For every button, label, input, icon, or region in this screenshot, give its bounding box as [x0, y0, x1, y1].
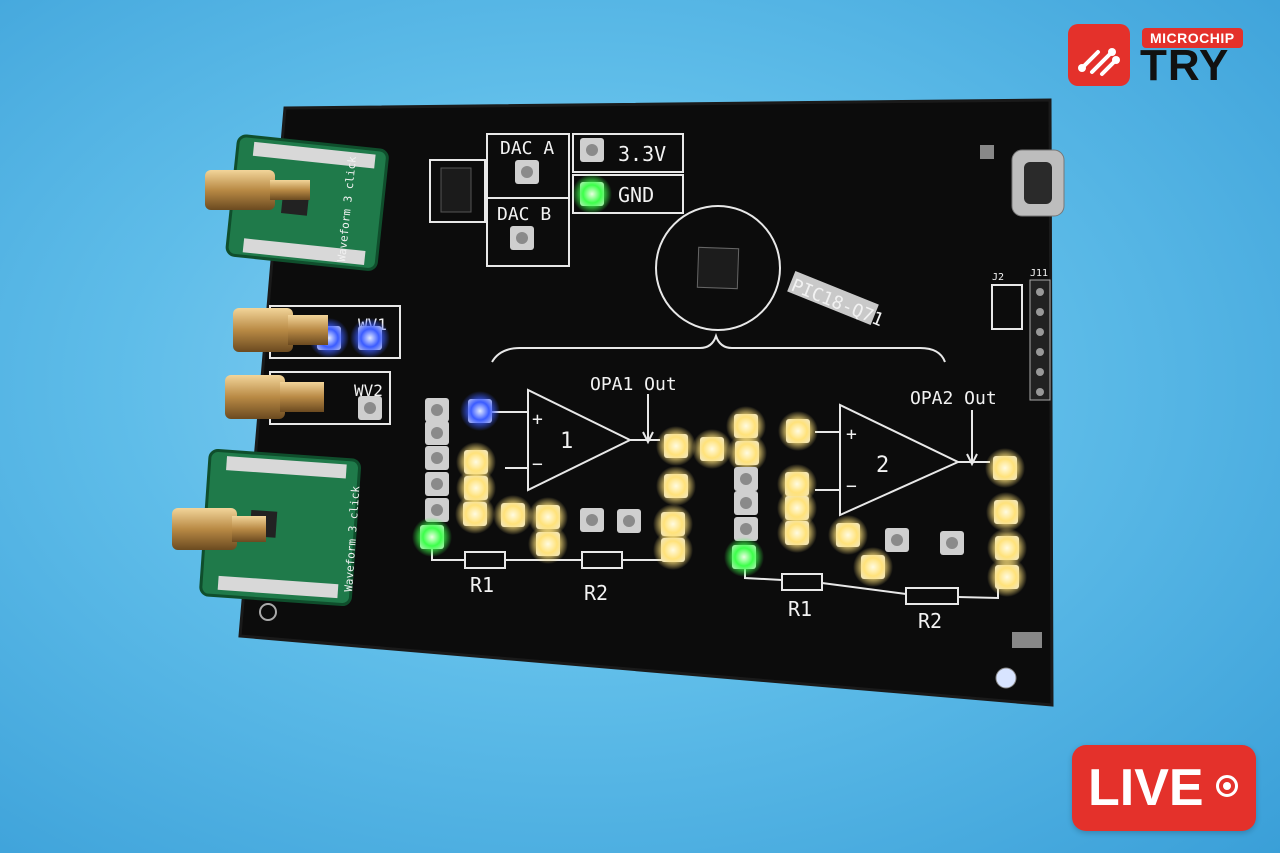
- sma-connector-4: [172, 508, 266, 550]
- opa1-out-label: OPA1 Out: [590, 374, 677, 395]
- led-yellow: [528, 524, 568, 564]
- opamp-2: [839, 403, 961, 517]
- opa2-out-label: OPA2 Out: [910, 388, 997, 409]
- opamp-2-number: 2: [876, 453, 889, 478]
- led-yellow: [985, 448, 1025, 488]
- led-yellow: [986, 492, 1026, 532]
- j2-label: J2: [992, 272, 1004, 283]
- led-yellow: [653, 530, 693, 570]
- led-green: [572, 174, 612, 214]
- led-off: [425, 498, 449, 522]
- sma-connector-1: [205, 170, 310, 210]
- mcu: [655, 205, 879, 331]
- led-off: [425, 446, 449, 470]
- opamp-1: [527, 388, 633, 492]
- led-off: [580, 508, 604, 532]
- r2-label-1: R2: [584, 581, 608, 605]
- led-off: [885, 528, 909, 552]
- led-off: [515, 160, 539, 184]
- record-dot-icon: [1216, 775, 1238, 797]
- r1-label-2: R1: [788, 597, 812, 621]
- live-badge: LIVE: [1072, 745, 1256, 831]
- led-yellow: [493, 495, 533, 535]
- led-yellow: [692, 429, 732, 469]
- opamp-1-plus: +: [532, 409, 543, 430]
- circuit-board-icon: [1068, 24, 1130, 86]
- j11-label: J11: [1030, 268, 1048, 279]
- led-off: [425, 472, 449, 496]
- waveform-click-board-1: [225, 134, 389, 271]
- led-off: [734, 467, 758, 491]
- microchip-try-logo: MICROCHIP TRY: [1068, 24, 1258, 88]
- led-off: [510, 226, 534, 250]
- led-off: [734, 517, 758, 541]
- live-label: LIVE: [1088, 759, 1204, 817]
- resistor-r1-b: [781, 573, 823, 591]
- led-yellow: [778, 411, 818, 451]
- r1-label-1: R1: [470, 573, 494, 597]
- logo-brand-text: MICROCHIP: [1142, 28, 1243, 48]
- opamp-1-number: 1: [560, 429, 573, 454]
- led-yellow: [987, 557, 1027, 597]
- led-yellow: [853, 547, 893, 587]
- led-yellow: [656, 426, 696, 466]
- voltage-label: 3.3V: [618, 142, 666, 166]
- resistor-r1-a: [464, 551, 506, 569]
- led-off: [358, 396, 382, 420]
- resistor-r2-a: [581, 551, 623, 569]
- led-array: [309, 138, 1027, 597]
- led-yellow: [455, 494, 495, 534]
- sma-connector-3: [225, 375, 324, 419]
- resistor-r2-b: [905, 587, 959, 605]
- led-yellow: [777, 513, 817, 553]
- sma-connector-2: [233, 308, 328, 352]
- dac-a-label: DAC A: [500, 138, 554, 159]
- usb-c-port: [1011, 149, 1065, 217]
- led-green: [724, 537, 764, 577]
- gnd-label: GND: [618, 183, 654, 207]
- led-green: [412, 517, 452, 557]
- led-off: [617, 509, 641, 533]
- led-yellow: [987, 528, 1027, 568]
- opamp-2-plus: +: [846, 424, 857, 445]
- led-blue: [460, 391, 500, 431]
- logo-product-text: TRY: [1140, 41, 1230, 90]
- led-blue: [350, 318, 390, 358]
- led-off: [734, 491, 758, 515]
- opamp-2-minus: −: [846, 476, 857, 497]
- led-off: [425, 421, 449, 445]
- led-off: [940, 531, 964, 555]
- pin-header: [991, 279, 1051, 401]
- led-off: [425, 398, 449, 422]
- silkscreen-dac-box: [429, 133, 684, 267]
- wv2-label: WV2: [354, 381, 383, 400]
- led-yellow: [828, 515, 868, 555]
- opamp-1-minus: −: [532, 454, 543, 475]
- led-off: [580, 138, 604, 162]
- dac-b-label: DAC B: [497, 204, 551, 225]
- led-yellow: [727, 433, 767, 473]
- led-yellow: [656, 466, 696, 506]
- r2-label-2: R2: [918, 609, 942, 633]
